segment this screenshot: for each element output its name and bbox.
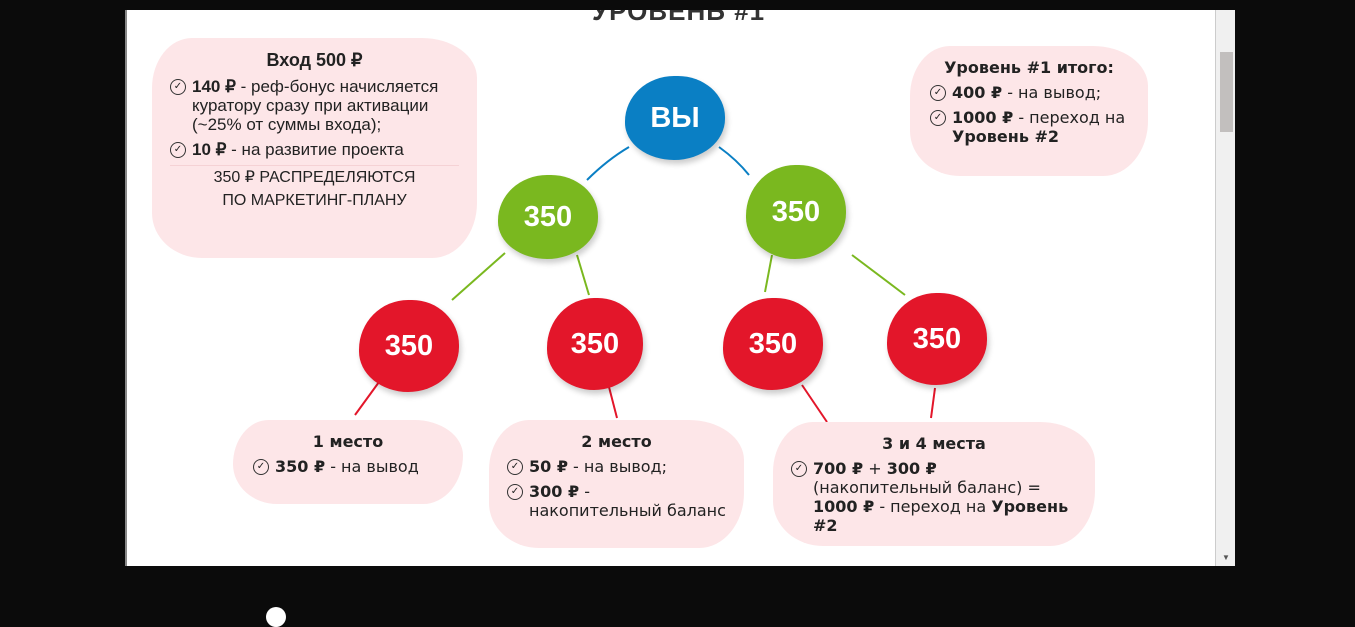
- place1-box: 1 место ✓ 350 ₽ - на вывод: [233, 420, 463, 504]
- node-level2: 350: [547, 298, 643, 390]
- amount: 300 ₽: [886, 459, 937, 478]
- entry-title: Вход 500 ₽: [266, 50, 363, 70]
- tree-connectors: [354, 146, 936, 423]
- amount: 300 ₽: [529, 482, 580, 501]
- check-circle-icon: ✓: [170, 142, 186, 158]
- amount: 140 ₽: [192, 77, 236, 96]
- connector: [608, 386, 618, 419]
- level-total-box: Уровень #1 итого: ✓ 400 ₽ - на вывод; ✓ 10…: [910, 46, 1148, 176]
- item-text: +: [863, 459, 887, 478]
- node-level2: 350: [359, 300, 459, 392]
- item-text: - переход на: [1013, 108, 1126, 127]
- connector: [354, 381, 380, 416]
- item-text: - на вывод;: [1002, 83, 1102, 102]
- total-title: Уровень #1 итого:: [944, 58, 1114, 77]
- scroll-down-arrow-icon[interactable]: ▼: [1222, 553, 1230, 562]
- cursor-dot: [266, 607, 286, 627]
- vertical-scrollbar[interactable]: ▼: [1215, 10, 1235, 566]
- page-title: УРОВЕНЬ #1: [592, 10, 766, 26]
- check-circle-icon: ✓: [930, 85, 946, 101]
- item-text: - реф-бонус начисляется куратору сразу п…: [192, 77, 439, 134]
- check-circle-icon: ✓: [170, 79, 186, 95]
- amount: 350 ₽: [275, 457, 326, 476]
- item-text: - накопительный баланс: [529, 482, 726, 520]
- node-level1: 350: [746, 165, 846, 259]
- place34-box: 3 и 4 места ✓ 700 ₽ + 300 ₽ (накопительны…: [773, 422, 1095, 546]
- check-circle-icon: ✓: [930, 110, 946, 126]
- connector: [851, 254, 906, 296]
- check-circle-icon: ✓: [507, 459, 523, 475]
- item-text: - переход на: [874, 497, 992, 516]
- item-text: - на вывод;: [567, 457, 667, 476]
- node-level2: 350: [887, 293, 987, 385]
- entry-footer: 350 ₽ РАСПРЕДЕЛЯЮТСЯ ПО МАРКЕТИНГ-ПЛАНУ: [170, 165, 459, 212]
- item-text: - на вывод: [325, 457, 419, 476]
- node-level1: 350: [498, 175, 598, 259]
- check-circle-icon: ✓: [791, 461, 807, 477]
- footer-line: ПО МАРКЕТИНГ-ПЛАНУ: [222, 192, 407, 209]
- check-circle-icon: ✓: [507, 484, 523, 500]
- footer-line: 350 ₽ РАСПРЕДЕЛЯЮТСЯ: [213, 169, 416, 186]
- place2-box: 2 место ✓ 50 ₽ - на вывод; ✓ 300 ₽ - накоп…: [489, 420, 744, 548]
- connector: [586, 146, 630, 181]
- item-text: - на развитие проекта: [226, 140, 404, 159]
- connector: [576, 254, 590, 296]
- scrollbar-thumb[interactable]: [1220, 52, 1233, 132]
- connector: [718, 146, 750, 176]
- place-title: 2 место: [581, 432, 652, 451]
- amount: 700 ₽: [813, 459, 864, 478]
- item-text: (накопительный баланс) =: [813, 478, 1041, 497]
- amount: 10 ₽: [192, 140, 227, 159]
- check-circle-icon: ✓: [253, 459, 269, 475]
- connector: [930, 387, 936, 419]
- entry-info-box: Вход 500 ₽ ✓ 140 ₽ - реф-бонус начисляетс…: [152, 38, 477, 258]
- connector: [451, 252, 506, 301]
- amount: 1000 ₽: [813, 497, 875, 516]
- place-title: 3 и 4 места: [882, 434, 986, 453]
- node-you: ВЫ: [625, 76, 725, 160]
- amount: 50 ₽: [529, 457, 568, 476]
- connector: [801, 384, 828, 423]
- place-title: 1 место: [312, 432, 384, 451]
- level-link-text: Уровень #2: [952, 127, 1060, 146]
- node-level2: 350: [723, 298, 823, 390]
- level-link-text: Уровень #2: [813, 497, 1069, 535]
- connector: [764, 254, 773, 293]
- amount: 400 ₽: [952, 83, 1003, 102]
- amount: 1000 ₽: [952, 108, 1014, 127]
- content-page: УРОВЕНЬ #1 Вход 500 ₽ ✓ 140 ₽ - реф-бонус…: [125, 10, 1215, 566]
